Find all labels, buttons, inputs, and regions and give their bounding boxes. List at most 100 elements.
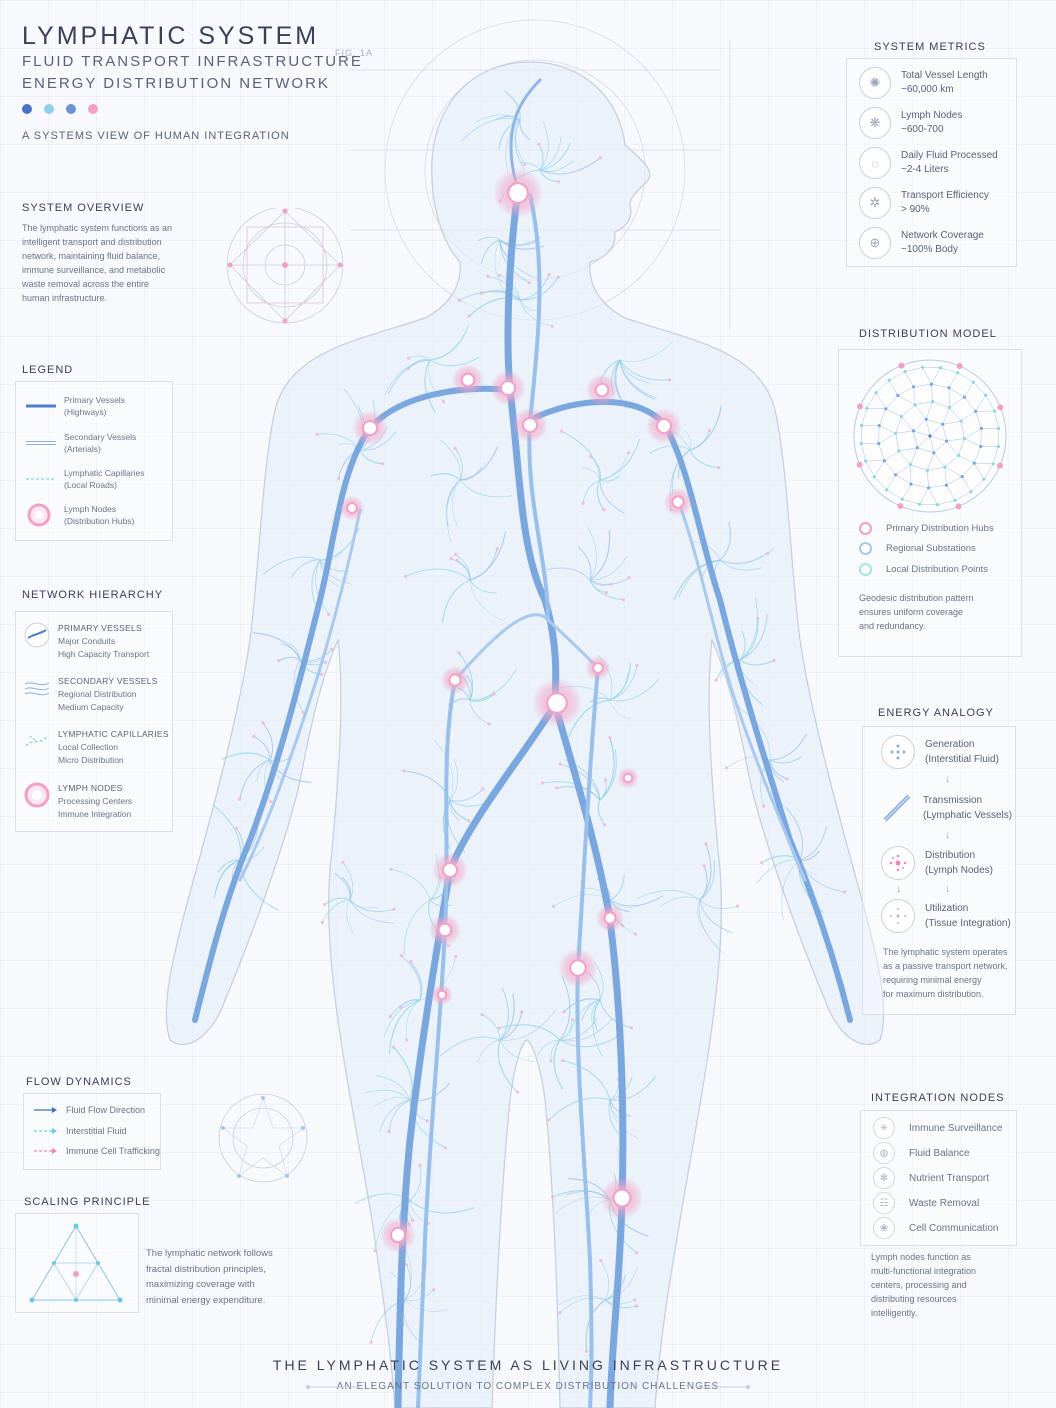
- capillary: [449, 799, 470, 822]
- scaling-panel: [15, 1213, 139, 1313]
- energy-line: for maximum distribution.: [883, 989, 984, 999]
- capillary: [499, 993, 515, 1041]
- capillary: [739, 613, 768, 661]
- capillary: [359, 431, 397, 451]
- flow-label: Immune Cell Trafficking: [66, 1146, 160, 1156]
- sphere-point: [908, 462, 913, 467]
- legend-title: LEGEND: [22, 364, 74, 376]
- capillary: [410, 961, 423, 1001]
- sphere-point: [956, 453, 961, 458]
- energy-line: requiring minimal energy: [883, 975, 982, 985]
- capillary: [719, 547, 775, 564]
- overview-title: SYSTEM OVERVIEW: [22, 202, 145, 214]
- lymph-node: [663, 487, 693, 517]
- flow-title: FLOW DYNAMICS: [26, 1076, 132, 1088]
- capillary: [609, 895, 664, 907]
- waste-icon: ☷: [873, 1192, 895, 1214]
- capillary: [374, 1097, 411, 1107]
- sphere-mesh: [861, 367, 999, 505]
- balance-icon: ◍: [873, 1142, 895, 1164]
- capillary: [262, 722, 274, 761]
- sphere-point: [996, 444, 1000, 449]
- hierarchy-label: LYMPH NODES: [58, 783, 123, 793]
- micro-node: [404, 1262, 408, 1267]
- capillary: [539, 157, 601, 175]
- micro-node: [418, 1163, 422, 1167]
- capillary: [599, 479, 625, 514]
- capillary-cluster: [430, 439, 513, 543]
- micro-node: [337, 477, 341, 481]
- color-dot: [88, 104, 98, 114]
- capillary: [364, 1089, 411, 1101]
- capillary: [449, 758, 458, 801]
- integration-line: Lymph nodes function as: [871, 1252, 971, 1262]
- lymph-node: [492, 167, 544, 219]
- micro-node: [487, 722, 491, 726]
- dashed-line-icon: [26, 478, 56, 480]
- capillary: [498, 1024, 561, 1041]
- footer-title: THE LYMPHATIC SYSTEM AS LIVING INFRASTRU…: [272, 1357, 784, 1373]
- hierarchy-desc: Micro Distribution: [58, 755, 124, 765]
- capillary-cluster: [440, 987, 556, 1094]
- micro-node: [635, 1251, 639, 1255]
- legend-item-secondary: Secondary Vessels (Arterials): [26, 431, 136, 455]
- distribution-line: and redundancy.: [859, 621, 926, 631]
- sphere-point: [913, 403, 917, 407]
- capillary: [785, 806, 804, 861]
- sphere-point: [944, 483, 948, 487]
- metrics-title: SYSTEM METRICS: [874, 41, 986, 53]
- sphere-point: [992, 409, 996, 413]
- micro-node: [556, 275, 560, 279]
- lymph-node: [585, 655, 611, 681]
- micro-node: [277, 659, 281, 663]
- overview-line: intelligent transport and distribution: [22, 237, 162, 247]
- micro-node: [608, 735, 612, 739]
- transmission-icon: [883, 794, 911, 822]
- capillary: [769, 733, 808, 761]
- hierarchy-label: PRIMARY VESSELS: [58, 623, 143, 633]
- capillary: [559, 1297, 606, 1314]
- overview-line: human infrastructure.: [22, 293, 108, 303]
- integration-item-fluid: ◍Fluid Balance: [873, 1142, 970, 1164]
- micro-node: [405, 1038, 409, 1042]
- coverage-icon: ⊕: [859, 227, 891, 259]
- vessel-leg-left: [394, 701, 559, 1408]
- metric-label: Transport Efficiency: [901, 190, 989, 201]
- utilization-icon: [881, 899, 915, 933]
- micro-node: [453, 552, 458, 557]
- metric-coverage: ⊕ Network Coverage~100% Body: [859, 227, 984, 259]
- capillary: [609, 1079, 619, 1101]
- micro-node: [621, 598, 626, 602]
- generation-icon: [881, 735, 915, 769]
- capillary: [719, 521, 731, 561]
- sphere-hub: [856, 461, 863, 468]
- double-line-icon: [26, 441, 56, 445]
- micro-node: [399, 953, 403, 958]
- capillary: [609, 899, 640, 908]
- sphere-point: [982, 477, 986, 481]
- tagline: A SYSTEMS VIEW OF HUMAN INTEGRATION: [22, 130, 290, 142]
- capillary: [649, 445, 691, 454]
- micro-node: [387, 1129, 391, 1133]
- sphere-point: [903, 370, 907, 374]
- micro-node: [388, 1014, 392, 1019]
- micro-node: [633, 932, 637, 936]
- micro-node: [785, 777, 789, 781]
- micro-node: [626, 451, 631, 455]
- capillary: [384, 359, 431, 396]
- network-icon: ✺: [859, 67, 891, 99]
- micro-node: [402, 769, 406, 773]
- hierarchy-desc: High Capacity Transport: [58, 649, 150, 659]
- capillary: [451, 558, 471, 581]
- energy-line: The lymphatic system operates: [883, 947, 1008, 957]
- capillary: [315, 559, 329, 615]
- capillary: [799, 850, 821, 861]
- micro-node: [585, 1349, 589, 1353]
- micro-node: [516, 1090, 520, 1094]
- micro-node: [495, 547, 499, 551]
- capillary: [469, 668, 517, 701]
- capillary: [568, 999, 601, 1037]
- micro-node: [604, 591, 609, 595]
- capillary: [739, 630, 746, 661]
